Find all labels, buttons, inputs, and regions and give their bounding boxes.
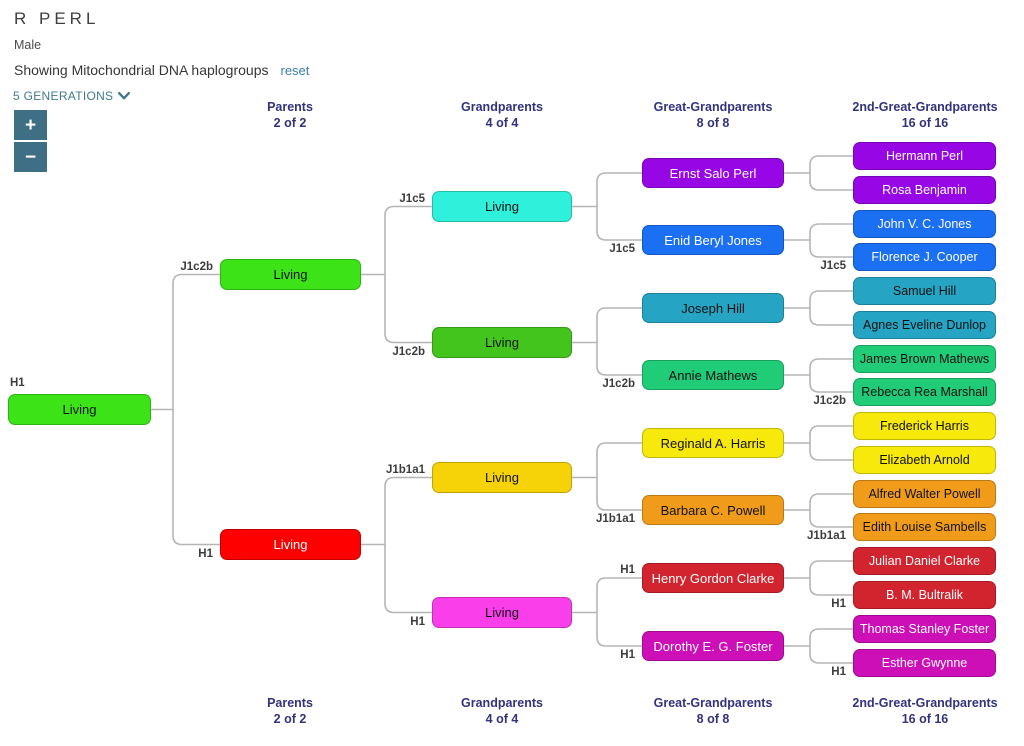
haplogroup-label-ggp-annie: J1c2b: [602, 378, 635, 390]
subject-sex-label: Male: [14, 38, 42, 52]
person-box-ggp-henry[interactable]: Henry Gordon Clarke: [642, 563, 784, 593]
zoom-controls: + −: [14, 110, 47, 172]
person-box-g2-samuel[interactable]: Samuel Hill: [853, 277, 996, 305]
haplogroup-label-p-mother: H1: [198, 547, 213, 560]
haplogroup-label-gp-mf: J1b1a1: [385, 463, 425, 476]
person-box-g2-florence[interactable]: Florence J. Cooper: [853, 243, 996, 271]
person-box-gp-pm[interactable]: Living: [432, 327, 572, 358]
zoom-in-button[interactable]: +: [14, 110, 47, 140]
haplogroup-label-g2-edith: J1b1a1: [806, 530, 846, 542]
haplogroup-label-g2-esther: H1: [831, 666, 846, 678]
person-box-self[interactable]: Living: [8, 394, 151, 425]
connector-ggp-ernst: [809, 155, 853, 191]
person-box-gp-mf[interactable]: Living: [432, 462, 572, 493]
connector-ggp-barbara: [809, 493, 853, 528]
person-box-g2-bm[interactable]: B. M. Bultralik: [853, 581, 996, 609]
connector-gp-mf: [596, 442, 642, 511]
person-box-g2-john[interactable]: John V. C. Jones: [853, 210, 996, 238]
person-box-ggp-joseph[interactable]: Joseph Hill: [642, 293, 784, 323]
chevron-down-icon: [118, 92, 131, 100]
connector-p-mother: [384, 476, 432, 614]
connector-gp-pm: [596, 307, 642, 376]
person-box-g2-rebecca[interactable]: Rebecca Rea Marshall: [853, 378, 996, 406]
connector-ggp-henry: [809, 560, 853, 596]
person-box-ggp-dorothy[interactable]: Dorothy E. G. Foster: [642, 631, 784, 661]
showing-row: Showing Mitochondrial DNA haplogroups res…: [14, 62, 309, 78]
person-box-g2-frederick[interactable]: Frederick Harris: [853, 412, 996, 440]
connector-gp-pf: [596, 172, 642, 241]
person-box-g2-esther[interactable]: Esther Gwynne: [853, 649, 996, 677]
person-box-gp-mm[interactable]: Living: [432, 597, 572, 628]
connector-ggp-annie: [809, 358, 853, 393]
person-box-g2-edith[interactable]: Edith Louise Sambells: [853, 513, 996, 541]
haplogroup-label-ggp-enid: J1c5: [609, 243, 635, 255]
haplogroup-label-g2-bm: H1: [831, 598, 846, 610]
person-box-ggp-barbara[interactable]: Barbara C. Powell: [642, 495, 784, 525]
haplogroup-label-p-father: J1c2b: [180, 260, 213, 273]
person-box-p-mother[interactable]: Living: [220, 529, 361, 560]
person-box-g2-agnes[interactable]: Agnes Eveline Dunlop: [853, 311, 996, 339]
page-title: R PERL: [14, 9, 100, 28]
haplogroup-label-ggp-henry: H1: [620, 564, 635, 576]
person-box-ggp-ernst[interactable]: Ernst Salo Perl: [642, 158, 784, 188]
haplogroup-label-ggp-barbara: J1b1a1: [595, 513, 635, 525]
person-box-g2-thomas[interactable]: Thomas Stanley Foster: [853, 615, 996, 643]
generations-dropdown[interactable]: 5 GENERATIONS: [13, 89, 131, 103]
connector-ggp-enid: [809, 223, 853, 258]
person-box-ggp-enid[interactable]: Enid Beryl Jones: [642, 225, 784, 255]
person-box-g2-elizabeth[interactable]: Elizabeth Arnold: [853, 446, 996, 474]
person-box-ggp-reginald[interactable]: Reginald A. Harris: [642, 428, 784, 458]
generations-label: 5 GENERATIONS: [13, 89, 114, 103]
haplogroup-label-ggp-dorothy: H1: [620, 649, 635, 661]
person-box-p-father[interactable]: Living: [220, 259, 361, 290]
person-box-g2-julian[interactable]: Julian Daniel Clarke: [853, 547, 996, 575]
person-box-g2-alfred[interactable]: Alfred Walter Powell: [853, 480, 996, 508]
person-box-g2-james[interactable]: James Brown Mathews: [853, 345, 996, 373]
connector-ggp-reginald: [809, 425, 853, 461]
haplogroup-label-gp-mm: H1: [410, 615, 425, 628]
haplogroup-label-self: H1: [10, 377, 25, 389]
person-box-g2-hermann[interactable]: Hermann Perl: [853, 142, 996, 170]
person-box-gp-pf[interactable]: Living: [432, 191, 572, 222]
haplogroup-label-gp-pf: J1c5: [399, 192, 425, 205]
haplogroup-label-g2-rebecca: J1c2b: [813, 395, 846, 407]
connector-p-father: [384, 205, 432, 344]
connector-ggp-dorothy: [809, 628, 853, 664]
reset-link[interactable]: reset: [280, 63, 310, 78]
connector-gp-mm: [596, 577, 642, 647]
connector-ggp-joseph: [809, 290, 853, 326]
haplogroup-label-g2-florence: J1c5: [820, 260, 846, 272]
person-box-ggp-annie[interactable]: Annie Mathews: [642, 360, 784, 390]
person-box-g2-rosa[interactable]: Rosa Benjamin: [853, 176, 996, 204]
zoom-out-button[interactable]: −: [14, 142, 47, 172]
haplogroup-label-gp-pm: J1c2b: [392, 345, 425, 358]
showing-text: Showing Mitochondrial DNA haplogroups: [14, 62, 269, 78]
connector-self: [172, 273, 220, 546]
